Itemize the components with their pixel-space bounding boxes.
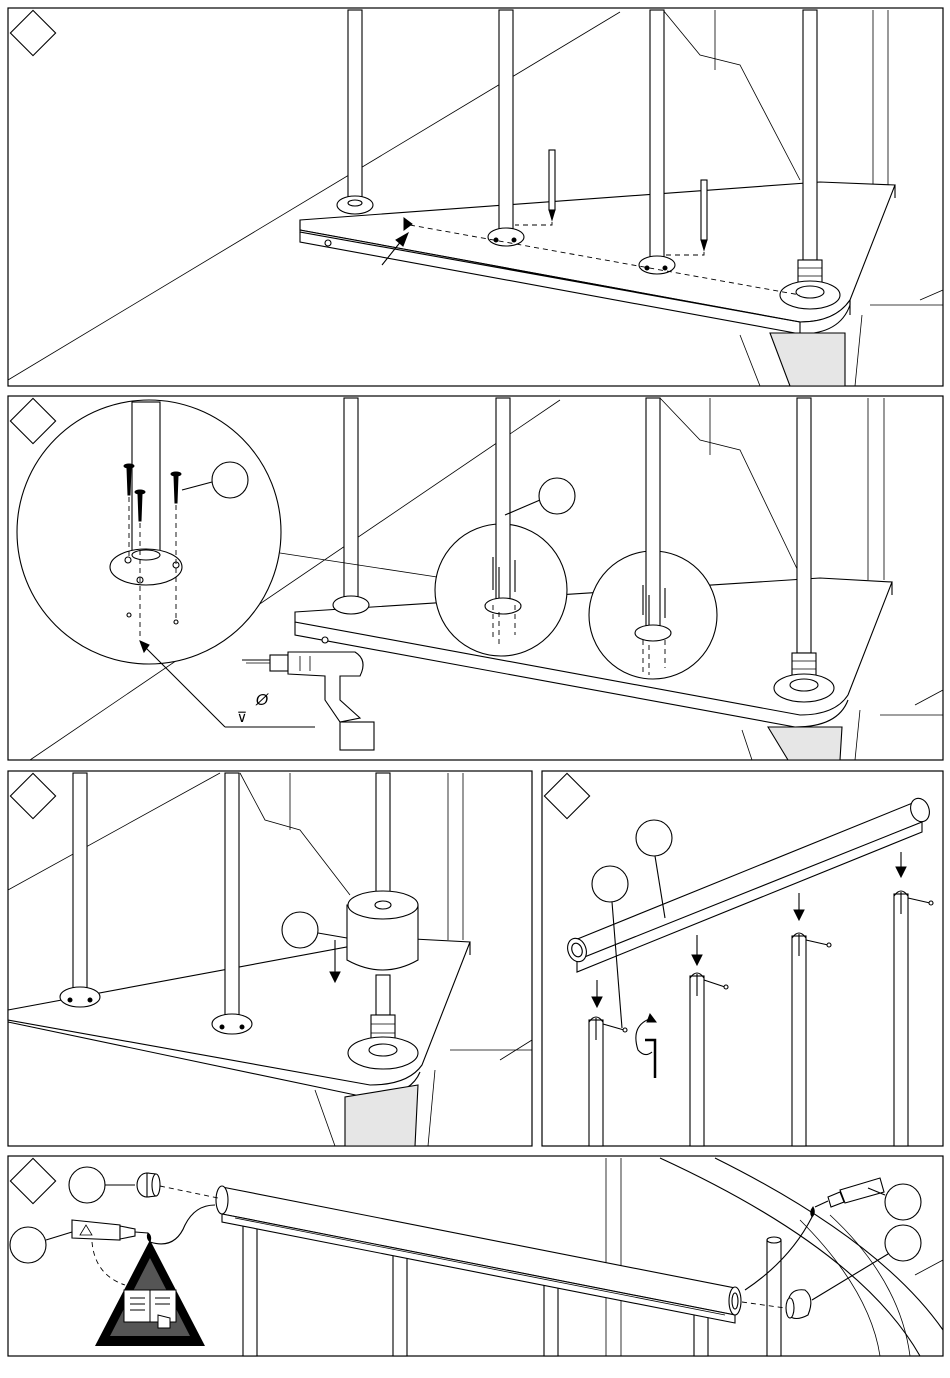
zoom-baluster: [132, 402, 160, 552]
baluster-1: [348, 10, 362, 200]
handrail-callout: [636, 820, 672, 856]
baluster: [243, 1210, 257, 1356]
base-flange-2: [212, 1014, 252, 1034]
pencil-icon: [549, 150, 555, 220]
depth-symbol: ⊽: [237, 709, 247, 725]
collar-callout: [282, 912, 318, 948]
baluster-1-foot: [348, 200, 362, 206]
endcap-right-callout: [885, 1225, 921, 1261]
baluster: [393, 1252, 407, 1356]
pencil-icon: [701, 180, 707, 250]
baluster-2: [499, 10, 513, 234]
glue-left-callout: [10, 1227, 46, 1263]
center-post: [376, 773, 390, 893]
bracket-callout: [592, 866, 628, 902]
baluster-3: [646, 398, 660, 628]
step-3-panel: [8, 771, 532, 1146]
step-2-panel: Ø ⊽: [8, 396, 943, 760]
base-flange-2: [485, 598, 521, 614]
endcap-left-callout: [69, 1167, 105, 1203]
baluster-3: [650, 10, 664, 262]
baluster-4: [797, 398, 811, 653]
screw-head: [325, 240, 331, 246]
read-manual-icon: [124, 1290, 176, 1328]
flange-hole: [512, 238, 516, 242]
baluster: [767, 1240, 781, 1356]
flange-hole: [663, 266, 667, 270]
screw-callout: [212, 462, 248, 498]
base-flange-1: [60, 987, 100, 1007]
flange-hole: [645, 266, 649, 270]
step-1-panel: [8, 8, 943, 386]
screw-head: [322, 637, 328, 643]
baluster-1: [344, 398, 358, 598]
baluster: [694, 1313, 708, 1356]
glue-right-callout: [885, 1184, 921, 1220]
base-flange-2: [488, 228, 524, 246]
baluster-4: [803, 10, 817, 260]
step-5-panel: [8, 1156, 943, 1356]
baluster-2: [225, 773, 239, 1018]
baluster: [544, 1282, 558, 1356]
end-cap-left: [137, 1173, 160, 1197]
step-4-panel: [542, 771, 943, 1146]
center-post-lower: [376, 975, 390, 1015]
baluster-callout: [539, 478, 575, 514]
baluster-2: [496, 398, 510, 604]
baluster-1: [73, 773, 87, 990]
base-flange-3: [635, 625, 671, 641]
diameter-symbol: Ø: [255, 692, 270, 709]
base-flange-1: [333, 596, 369, 614]
